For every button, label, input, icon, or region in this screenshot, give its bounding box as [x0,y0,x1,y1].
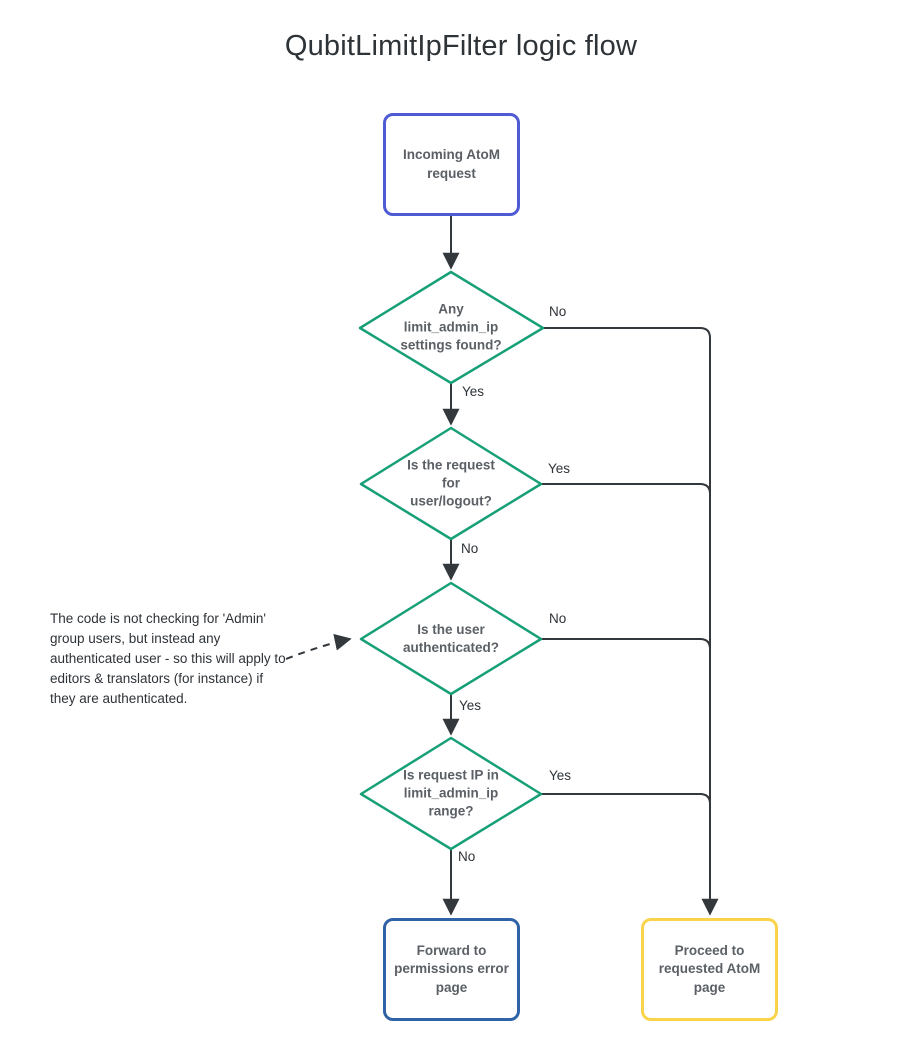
connector-ip-yes-merge [541,793,711,805]
edge-label-ip-no: No [456,849,478,864]
annotation-dashed-arrow [285,633,352,660]
connector-auth-no-merge [541,638,711,650]
edge-label-auth-no: No [547,611,569,626]
annotation-note: The code is not checking for 'Admin' gro… [50,611,286,706]
edge-label-settings-no: No [547,304,569,319]
edge-label-logout-yes: Yes [546,461,573,476]
page-title: QubitLimitIpFilter logic flow [284,30,638,62]
edge-label-auth-yes: Yes [457,698,484,713]
node-incoming-request: Incoming AtoM request [383,113,520,216]
edge-label-settings-yes: Yes [460,384,487,399]
node-label: Proceed to requested AtoM page [658,943,761,995]
edge-label-ip-yes: Yes [547,768,574,783]
connector-settings-no-to-success [543,327,719,916]
node-permissions-error: Forward to permissions error page [383,918,520,1021]
connector-logout-yes-merge [541,483,711,495]
decision-ip-range-diamond [359,736,543,851]
node-label: Incoming AtoM request [403,147,500,181]
node-proceed-to-page: Proceed to requested AtoM page [641,918,778,1021]
decision-auth-diamond [359,581,543,696]
node-label: Forward to permissions error page [394,943,509,995]
decision-settings-diamond [358,270,545,385]
decision-logout-diamond [359,426,543,541]
edge-label-logout-no: No [459,541,481,556]
